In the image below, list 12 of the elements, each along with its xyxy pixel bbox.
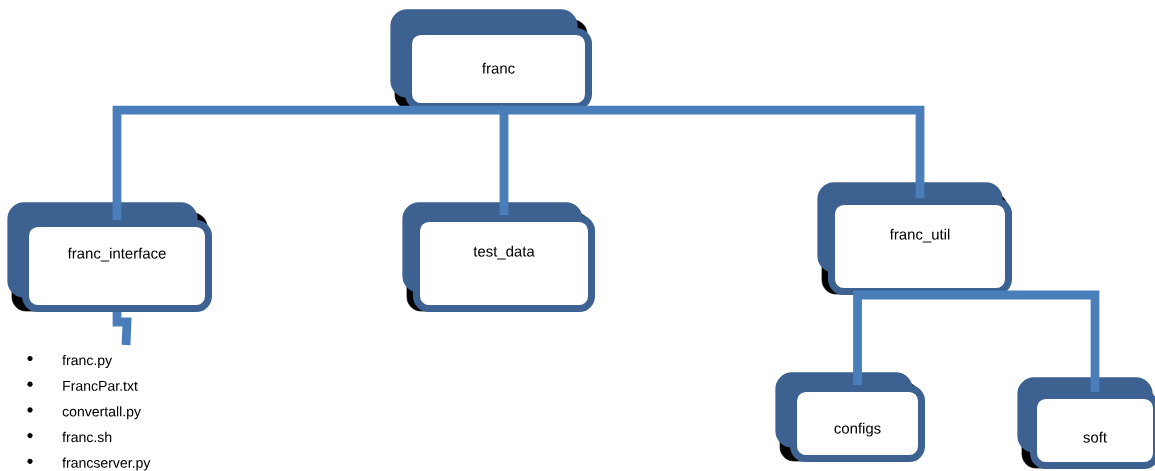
connector-line [920,290,1100,392]
folder-box: soft [1017,377,1155,470]
folder-box: test_data [402,202,595,312]
connector-line [112,105,499,220]
folder-box: franc [390,9,592,111]
folder-box: franc_interface [7,202,212,313]
connector-line [112,312,132,346]
folder-box: configs [775,372,925,463]
connector-line [853,290,920,385]
connector-line [498,105,925,198]
bullet-list: franc.py FrancPar.txt convertall.py franc.sh francserver.py [62,354,151,471]
folder-box: franc_util [817,182,1012,295]
